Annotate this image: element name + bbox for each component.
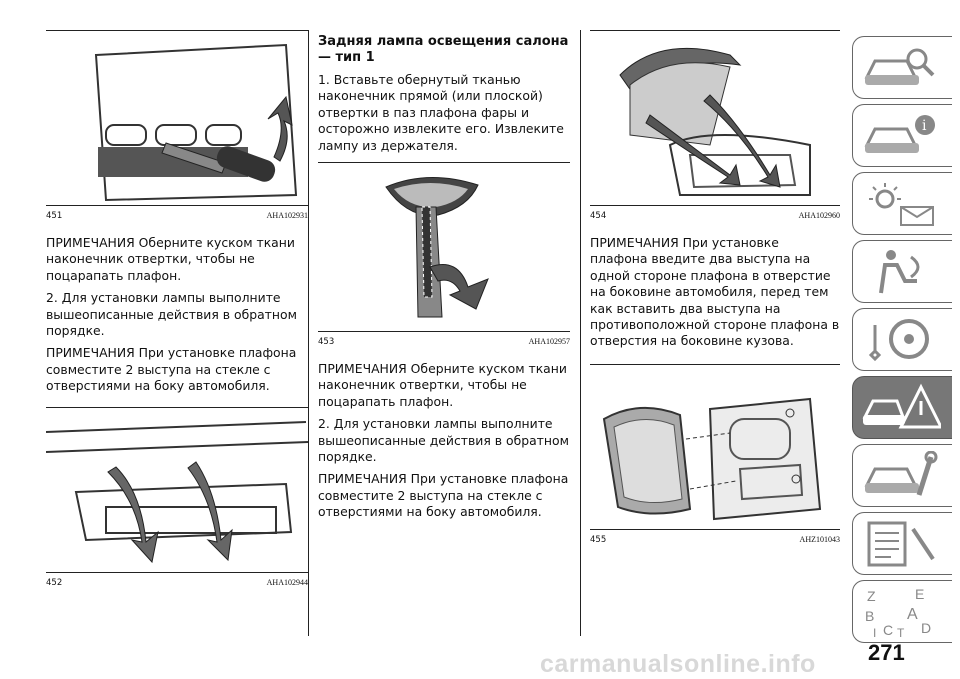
figure-number: 453 (318, 337, 335, 348)
warning-lights-message-icon (869, 183, 934, 226)
figure-455-caption: 455 AHZ101043 (590, 535, 840, 545)
car-warning-triangle-icon (862, 383, 941, 429)
note-paragraph: ПРИМЕЧАНИЯ Оберните куском ткани наконеч… (46, 235, 295, 283)
figure-number: 452 (46, 577, 63, 588)
figure-455 (590, 369, 840, 530)
car-info-icon: i (864, 115, 935, 153)
column-1: 451 AHA102931 ПРИМЕЧАНИЯ Оберните куском… (46, 30, 308, 602)
index-letter: Z (867, 588, 876, 604)
note-paragraph: ПРИМЕЧАНИЯ Оберните куском ткани наконеч… (318, 361, 567, 409)
note-paragraph: ПРИМЕЧАНИЯ При установке плафона совмест… (318, 471, 569, 520)
figure-452-illustration (46, 420, 308, 563)
figure-code: AHA102960 (798, 211, 840, 220)
column-divider-1 (308, 30, 309, 636)
note-paragraph: ПРИМЕЧАНИЯ При установке плафона совмест… (46, 345, 297, 394)
watermark: carmanualsonline.info (540, 650, 816, 678)
figure-453-illustration (385, 177, 489, 318)
tab-car-warning-triangle[interactable] (852, 376, 952, 439)
rule (590, 363, 840, 365)
svg-text:i: i (922, 118, 927, 134)
tab-seat-airbag[interactable] (852, 240, 952, 303)
tab-warning-lights[interactable] (852, 172, 952, 235)
figure-453-caption: 453 AHA102957 (318, 337, 570, 347)
figure-452-caption: 452 AHA102944 (46, 578, 308, 588)
figure-451 (46, 35, 308, 206)
steering-wheel-key-icon (868, 319, 929, 362)
tab-car-search[interactable] (852, 36, 952, 99)
figure-455-illustration (602, 397, 822, 520)
note-paragraph: ПРИМЕЧАНИЯ При установке плафона введите… (590, 235, 840, 349)
car-search-icon (864, 48, 935, 85)
section-heading: Задняя лампа освещения салона — тип 1 (318, 34, 569, 65)
chapter-tabs: i (852, 36, 952, 648)
column-2: Задняя лампа освещения салона — тип 1 1.… (318, 34, 570, 527)
index-letter: T (897, 626, 905, 639)
figure-454-illustration (619, 47, 811, 196)
step-paragraph: 2. Для установки лампы выполните вышеопи… (46, 290, 297, 339)
index-letter: B (865, 608, 874, 624)
top-rule (46, 30, 308, 31)
figure-code: AHA102931 (266, 211, 308, 220)
index-letter: E (915, 587, 924, 602)
step-paragraph: 1. Вставьте обернутый тканью наконечник … (318, 72, 564, 153)
figure-number: 455 (590, 534, 607, 545)
index-letter: I (873, 626, 876, 639)
figure-454-caption: 454 AHA102960 (590, 211, 840, 221)
page-number: 271 (868, 640, 905, 665)
tab-specifications[interactable] (852, 512, 952, 575)
alphabet-index-icon: Z E B A C D I T (865, 587, 931, 639)
step-paragraph: 2. Для установки лампы выполните вышеопи… (318, 416, 569, 465)
figure-code: AHZ101043 (799, 534, 840, 544)
tab-car-wrench[interactable] (852, 444, 952, 507)
index-letter: A (907, 606, 918, 623)
figure-451-illustration (94, 43, 298, 202)
figure-452 (46, 412, 308, 573)
figure-number: 451 (46, 211, 63, 221)
index-letter: C (883, 622, 893, 638)
tab-alphabet-index[interactable]: Z E B A C D I T (852, 580, 952, 643)
car-wrench-icon (864, 451, 938, 496)
column-3: 454 AHA102960 ПРИМЕЧАНИЯ При установке п… (590, 30, 840, 559)
figure-451-caption: 451 AHA102931 (46, 211, 308, 221)
specifications-list-icon (867, 521, 935, 567)
figure-code: AHA102944 (266, 577, 308, 587)
figure-454 (590, 35, 840, 206)
tab-car-info[interactable]: i (852, 104, 952, 167)
seat-airbag-icon (879, 250, 920, 294)
figure-code: AHA102957 (528, 337, 570, 347)
rule (318, 162, 570, 164)
figure-453 (318, 167, 570, 333)
top-rule (590, 30, 840, 31)
index-letter: D (921, 620, 931, 636)
tab-steering-key[interactable] (852, 308, 952, 371)
column-divider-2 (580, 30, 581, 636)
rule (46, 406, 308, 408)
figure-number: 454 (590, 211, 607, 221)
